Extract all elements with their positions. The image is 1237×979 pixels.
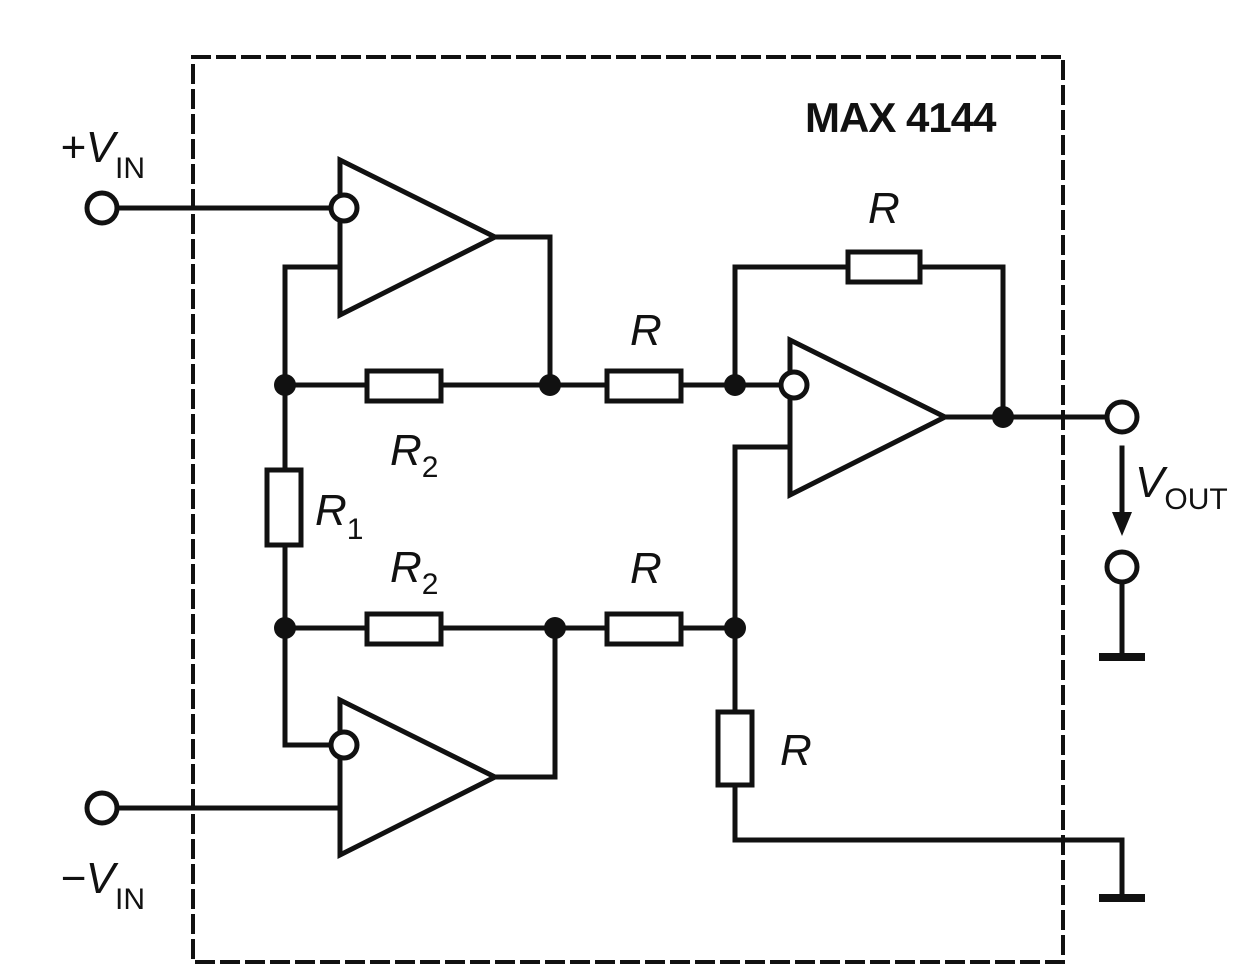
junction-dot <box>274 374 296 396</box>
label-r-bottom: R <box>630 544 662 593</box>
label-minus-vin: −VIN <box>60 854 145 916</box>
opamp-bottom <box>337 695 501 860</box>
resistor-r1 <box>264 467 304 548</box>
opamp-output <box>787 335 951 500</box>
junction-dot <box>539 374 561 396</box>
junction-dot <box>274 617 296 639</box>
label-r-top: R <box>630 306 662 355</box>
wiring <box>115 205 1145 902</box>
terminal-plus-vin <box>84 190 120 226</box>
label-vout: VOUT <box>1135 458 1228 516</box>
label-r2-top: R2 <box>390 426 438 484</box>
label-r2-bottom: R2 <box>390 543 438 601</box>
resistor-r2-top <box>364 368 444 404</box>
opamp-top <box>337 155 501 320</box>
vout-arrow-icon <box>1112 512 1132 536</box>
junction-dot <box>724 617 746 639</box>
terminal-vout-ground <box>1104 549 1140 585</box>
chip-label: MAX 4144 <box>805 94 997 141</box>
label-plus-vin: +VIN <box>60 123 145 185</box>
resistor-r-top <box>604 368 684 404</box>
terminal-minus-vin <box>84 790 120 826</box>
terminal-vout <box>1104 399 1140 435</box>
junction-dots <box>274 374 1014 639</box>
inverting-bubble-bottom <box>328 729 360 761</box>
resistor-r-ground <box>715 709 755 788</box>
label-r1: R1 <box>315 486 363 546</box>
resistor-r2-bottom <box>364 611 444 647</box>
inverting-bubble-top <box>328 192 360 224</box>
resistor-r-feedback <box>845 249 923 285</box>
junction-dot <box>544 617 566 639</box>
label-r-feedback: R <box>868 184 900 233</box>
junction-dot <box>724 374 746 396</box>
label-r-ground: R <box>780 726 812 775</box>
junction-dot <box>992 406 1014 428</box>
inverting-bubble-output <box>778 369 810 401</box>
chip-boundary <box>191 55 1065 964</box>
resistor-r-bottom <box>604 611 684 647</box>
